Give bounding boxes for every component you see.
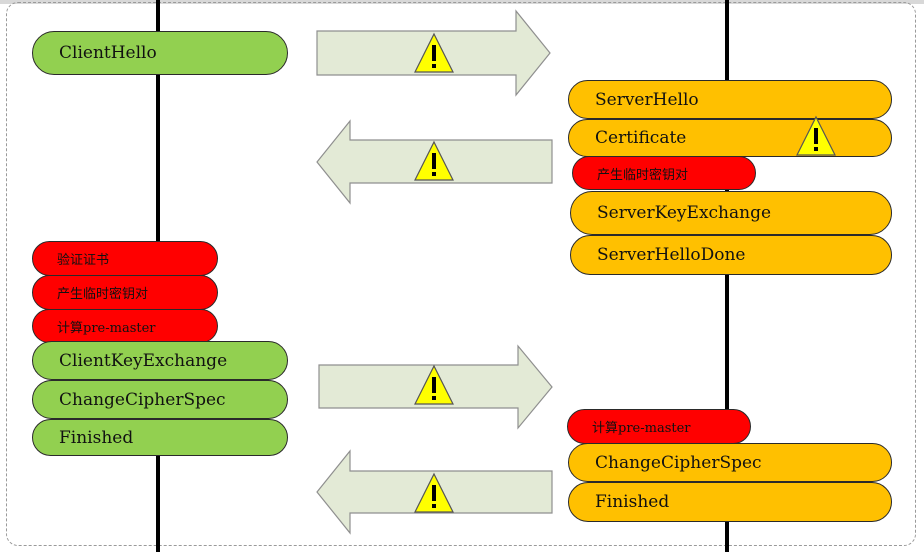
- server-key-exchange-label: ServerKeyExchange: [597, 203, 772, 223]
- server-calc-premaster-box: 计算pre-master: [567, 409, 751, 444]
- client-gen-keypair-box: 产生临时密钥对: [32, 275, 218, 310]
- server-finished-label: Finished: [595, 492, 670, 512]
- client-key-exchange-label: ClientKeyExchange: [59, 350, 228, 371]
- warning-icon: [414, 140, 454, 181]
- warning-icon: [414, 32, 454, 73]
- server-calc-premaster-label: 计算pre-master: [592, 421, 691, 436]
- server-hello-done-box: ServerHelloDone: [570, 235, 892, 275]
- server-lifeline: [725, 0, 729, 552]
- server-hello-done-label: ServerHelloDone: [597, 245, 746, 265]
- client-gen-keypair-label: 产生临时密钥对: [57, 287, 149, 302]
- client-key-exchange-box: ClientKeyExchange: [32, 341, 288, 380]
- warning-icon: [414, 472, 454, 513]
- server-hello-label: ServerHello: [595, 89, 699, 110]
- client-verify-cert-label: 验证证书: [57, 253, 110, 268]
- client-change-cipher-spec-box: ChangeCipherSpec: [32, 380, 288, 419]
- server-certificate-box: Certificate: [568, 119, 892, 157]
- server-gen-keypair-label: 产生临时密钥对: [597, 167, 689, 183]
- server-certificate-label: Certificate: [595, 128, 687, 148]
- client-finished-box: Finished: [32, 419, 288, 456]
- client-verify-cert-box: 验证证书: [32, 241, 218, 276]
- server-key-exchange-box: ServerKeyExchange: [570, 191, 892, 235]
- client-calc-premaster-box: 计算pre-master: [32, 309, 218, 343]
- client-finished-label: Finished: [59, 427, 134, 448]
- server-change-cipher-spec-box: ChangeCipherSpec: [568, 443, 892, 482]
- server-change-cipher-spec-label: ChangeCipherSpec: [595, 452, 762, 473]
- client-hello-box: ClientHello: [32, 31, 288, 75]
- client-change-cipher-spec-label: ChangeCipherSpec: [59, 389, 226, 410]
- warning-icon: [796, 115, 836, 156]
- client-calc-premaster-label: 计算pre-master: [57, 320, 156, 336]
- warning-icon: [414, 364, 454, 405]
- server-finished-box: Finished: [568, 482, 892, 522]
- diagram-frame: [6, 2, 916, 546]
- server-gen-keypair-box: 产生临时密钥对: [572, 156, 756, 190]
- server-hello-box: ServerHello: [568, 80, 892, 119]
- client-hello-label: ClientHello: [59, 43, 157, 63]
